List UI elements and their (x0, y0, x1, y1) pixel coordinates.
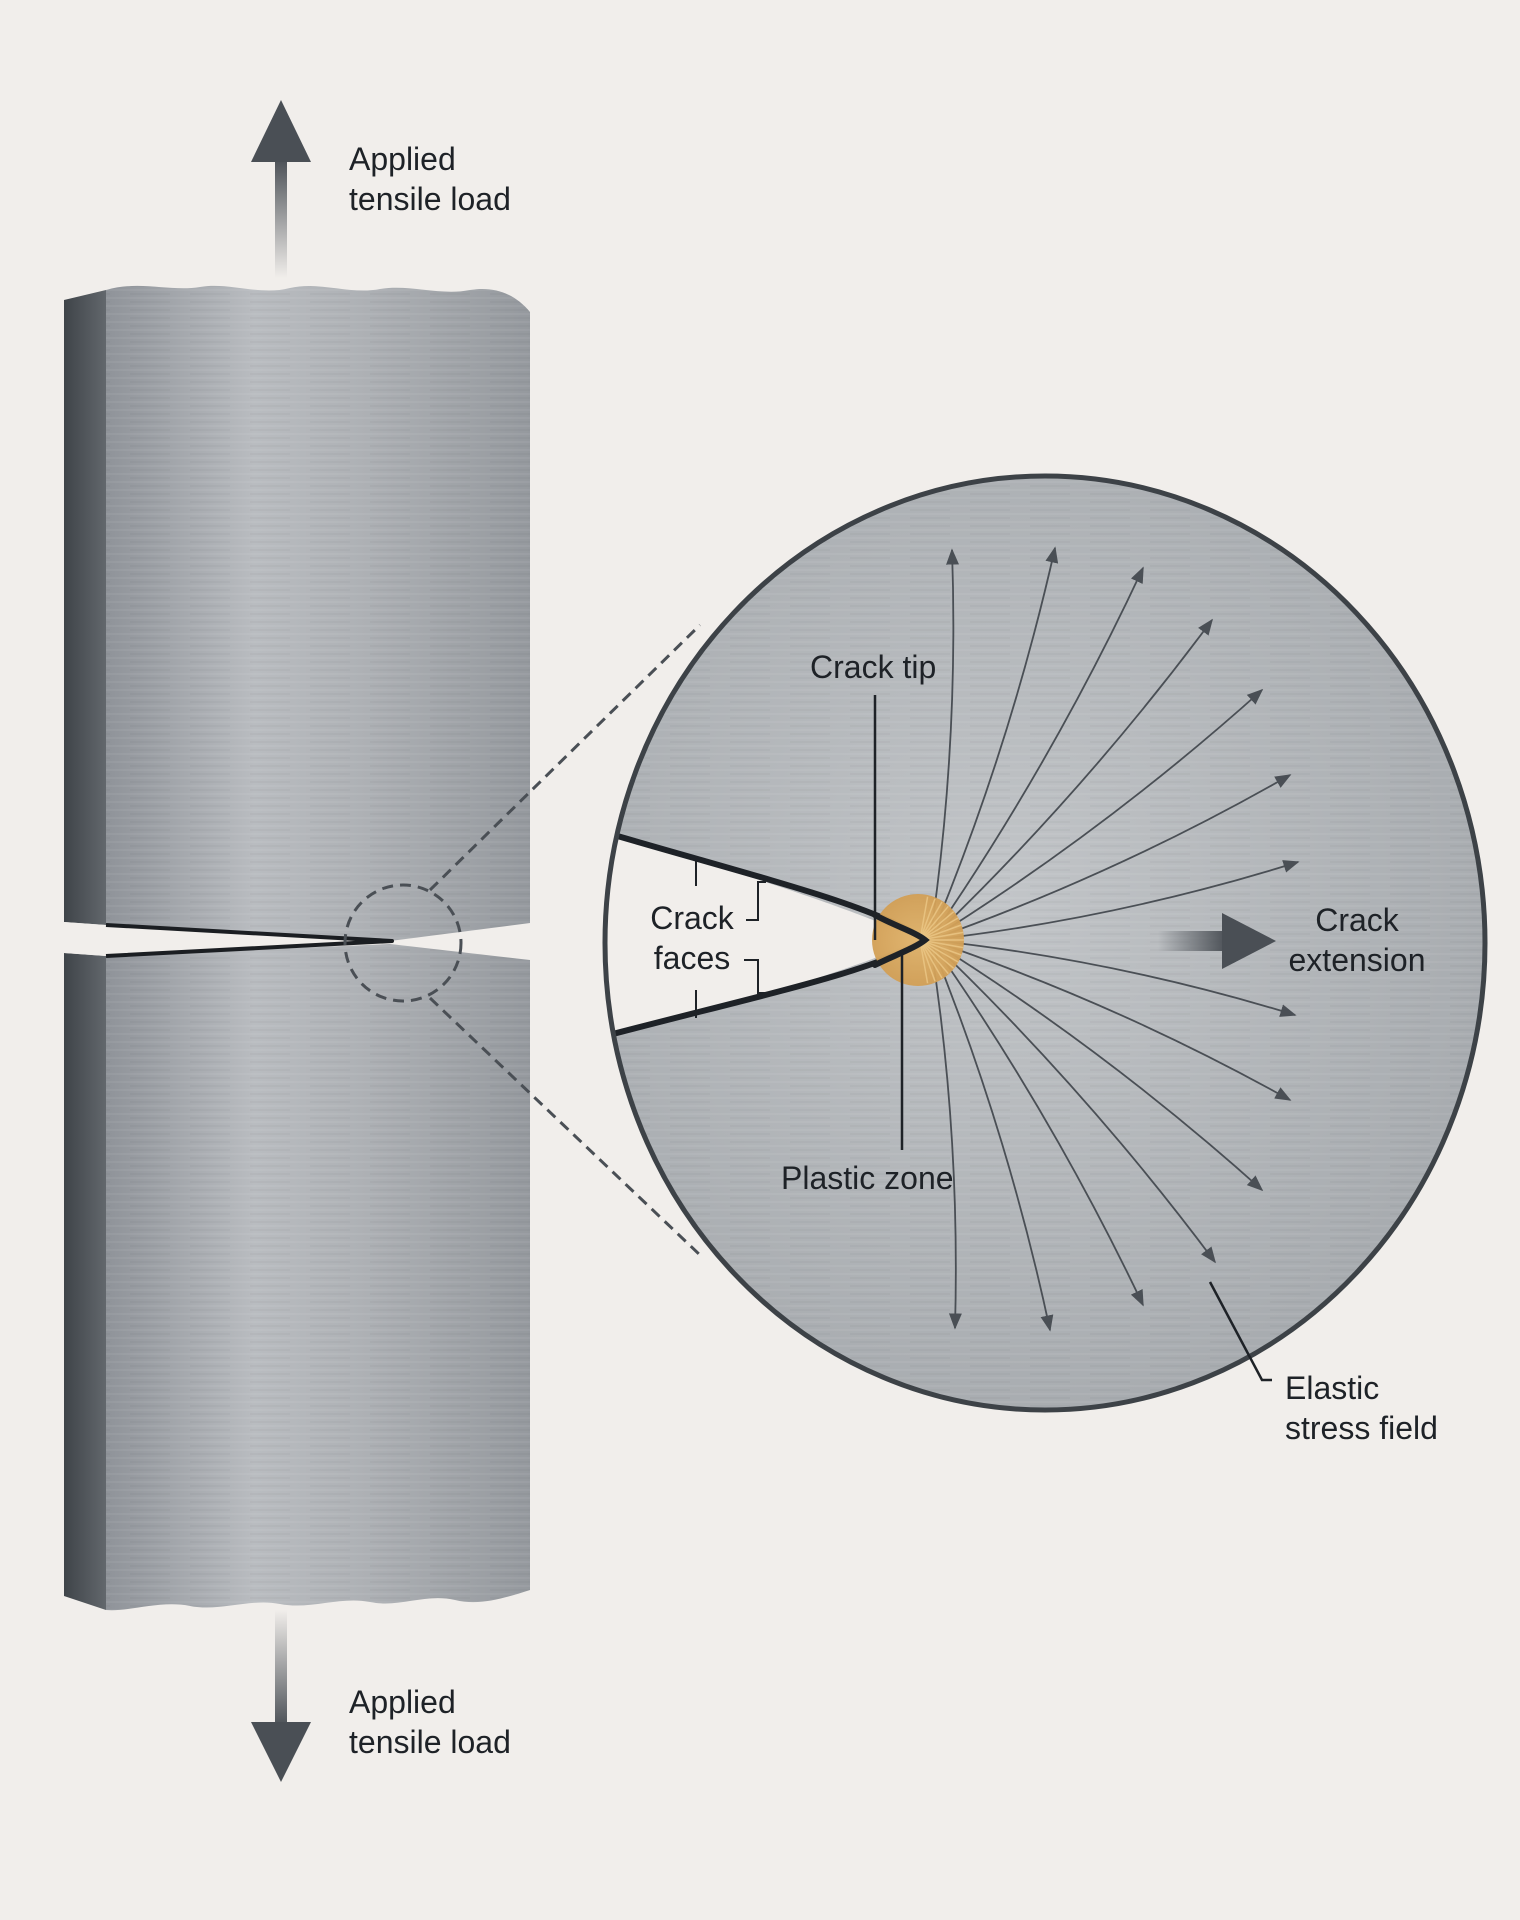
plastic-zone-ray (919, 898, 936, 941)
load-arrow-bottom (251, 1610, 311, 1782)
plastic-zone-ray (919, 924, 962, 941)
plastic-zone-ray (919, 911, 955, 941)
crack-faces-line2: faces (653, 940, 731, 976)
stress-field-arrow (929, 939, 1264, 1192)
stress-field-arrow (929, 546, 1059, 941)
plastic-zone-label: Plastic zone (781, 1158, 954, 1198)
elastic-stress-field-line1: Elastic (1285, 1370, 1380, 1406)
stress-field-arrow (929, 688, 1264, 941)
stress-field-arrow (929, 860, 1300, 941)
plastic-zone-ray (919, 939, 955, 969)
specimen-bar (64, 285, 530, 1611)
crack-faces-leaders (695, 858, 766, 1018)
load-label-top: Applied tensile load (349, 139, 511, 219)
stress-field-arrow (929, 939, 962, 1330)
specimen-crack (64, 922, 390, 956)
plastic-zone-ray (919, 901, 943, 941)
load-label-top-line1: Applied (349, 141, 456, 177)
stress-field-arrow (929, 939, 1292, 1101)
stress-field-arrow (929, 566, 1144, 941)
detail-disc-outline (602, 473, 1488, 1413)
plastic-zone-ray (919, 896, 929, 941)
plastic-zone-ray (919, 905, 949, 941)
stress-field-arrow (929, 939, 1297, 1017)
load-arrow-top (251, 100, 311, 278)
crack-tip-label: Crack tip (810, 647, 936, 687)
elastic-field-leader (1208, 1281, 1272, 1382)
plastic-zone-ray (919, 939, 962, 956)
stress-field-arrow (929, 548, 959, 941)
specimen-lower-edge (64, 953, 106, 1610)
plastic-zone-ray (919, 939, 929, 984)
crack-opening (605, 828, 920, 1040)
crack-faces-line1: Crack (650, 900, 734, 936)
stress-field-arrow (929, 939, 1144, 1307)
stress-field-arrow (929, 939, 1054, 1332)
crack-extension-label: Crack extension (1282, 900, 1432, 980)
detail-disc (602, 473, 1488, 1413)
plastic-zone-ray (919, 939, 949, 975)
plastic-zone-ray (919, 939, 936, 982)
load-label-bottom-line1: Applied (349, 1684, 456, 1720)
magnifier-circle (343, 883, 463, 1003)
callout-line-top (428, 623, 702, 892)
crack-extension-arrow (1158, 913, 1276, 969)
plastic-zone-ray (919, 917, 959, 941)
stress-field-arrow (929, 774, 1292, 941)
crack-faces-label: Crack faces (646, 898, 738, 978)
crack-extension-line2: extension (1288, 942, 1426, 978)
stress-field-arrow (929, 618, 1213, 941)
plastic-zone-ray (919, 939, 943, 979)
load-label-top-line2: tensile load (349, 181, 511, 217)
plastic-zone (872, 894, 964, 986)
plastic-zone-text: Plastic zone (781, 1160, 954, 1196)
specimen-upper-edge (64, 290, 106, 925)
crack-extension-line1: Crack (1315, 902, 1399, 938)
elastic-stress-field-label: Elastic stress field (1285, 1368, 1438, 1448)
callout-line-bottom (428, 996, 702, 1257)
elastic-stress-field-line2: stress field (1285, 1410, 1438, 1446)
load-label-bottom-line2: tensile load (349, 1724, 511, 1760)
load-label-bottom: Applied tensile load (349, 1682, 511, 1762)
stress-field-arrow (929, 939, 1216, 1264)
plastic-zone-ray (919, 939, 959, 963)
crack-tip-text: Crack tip (810, 649, 937, 685)
elastic-stress-field-arrows (929, 546, 1300, 1332)
